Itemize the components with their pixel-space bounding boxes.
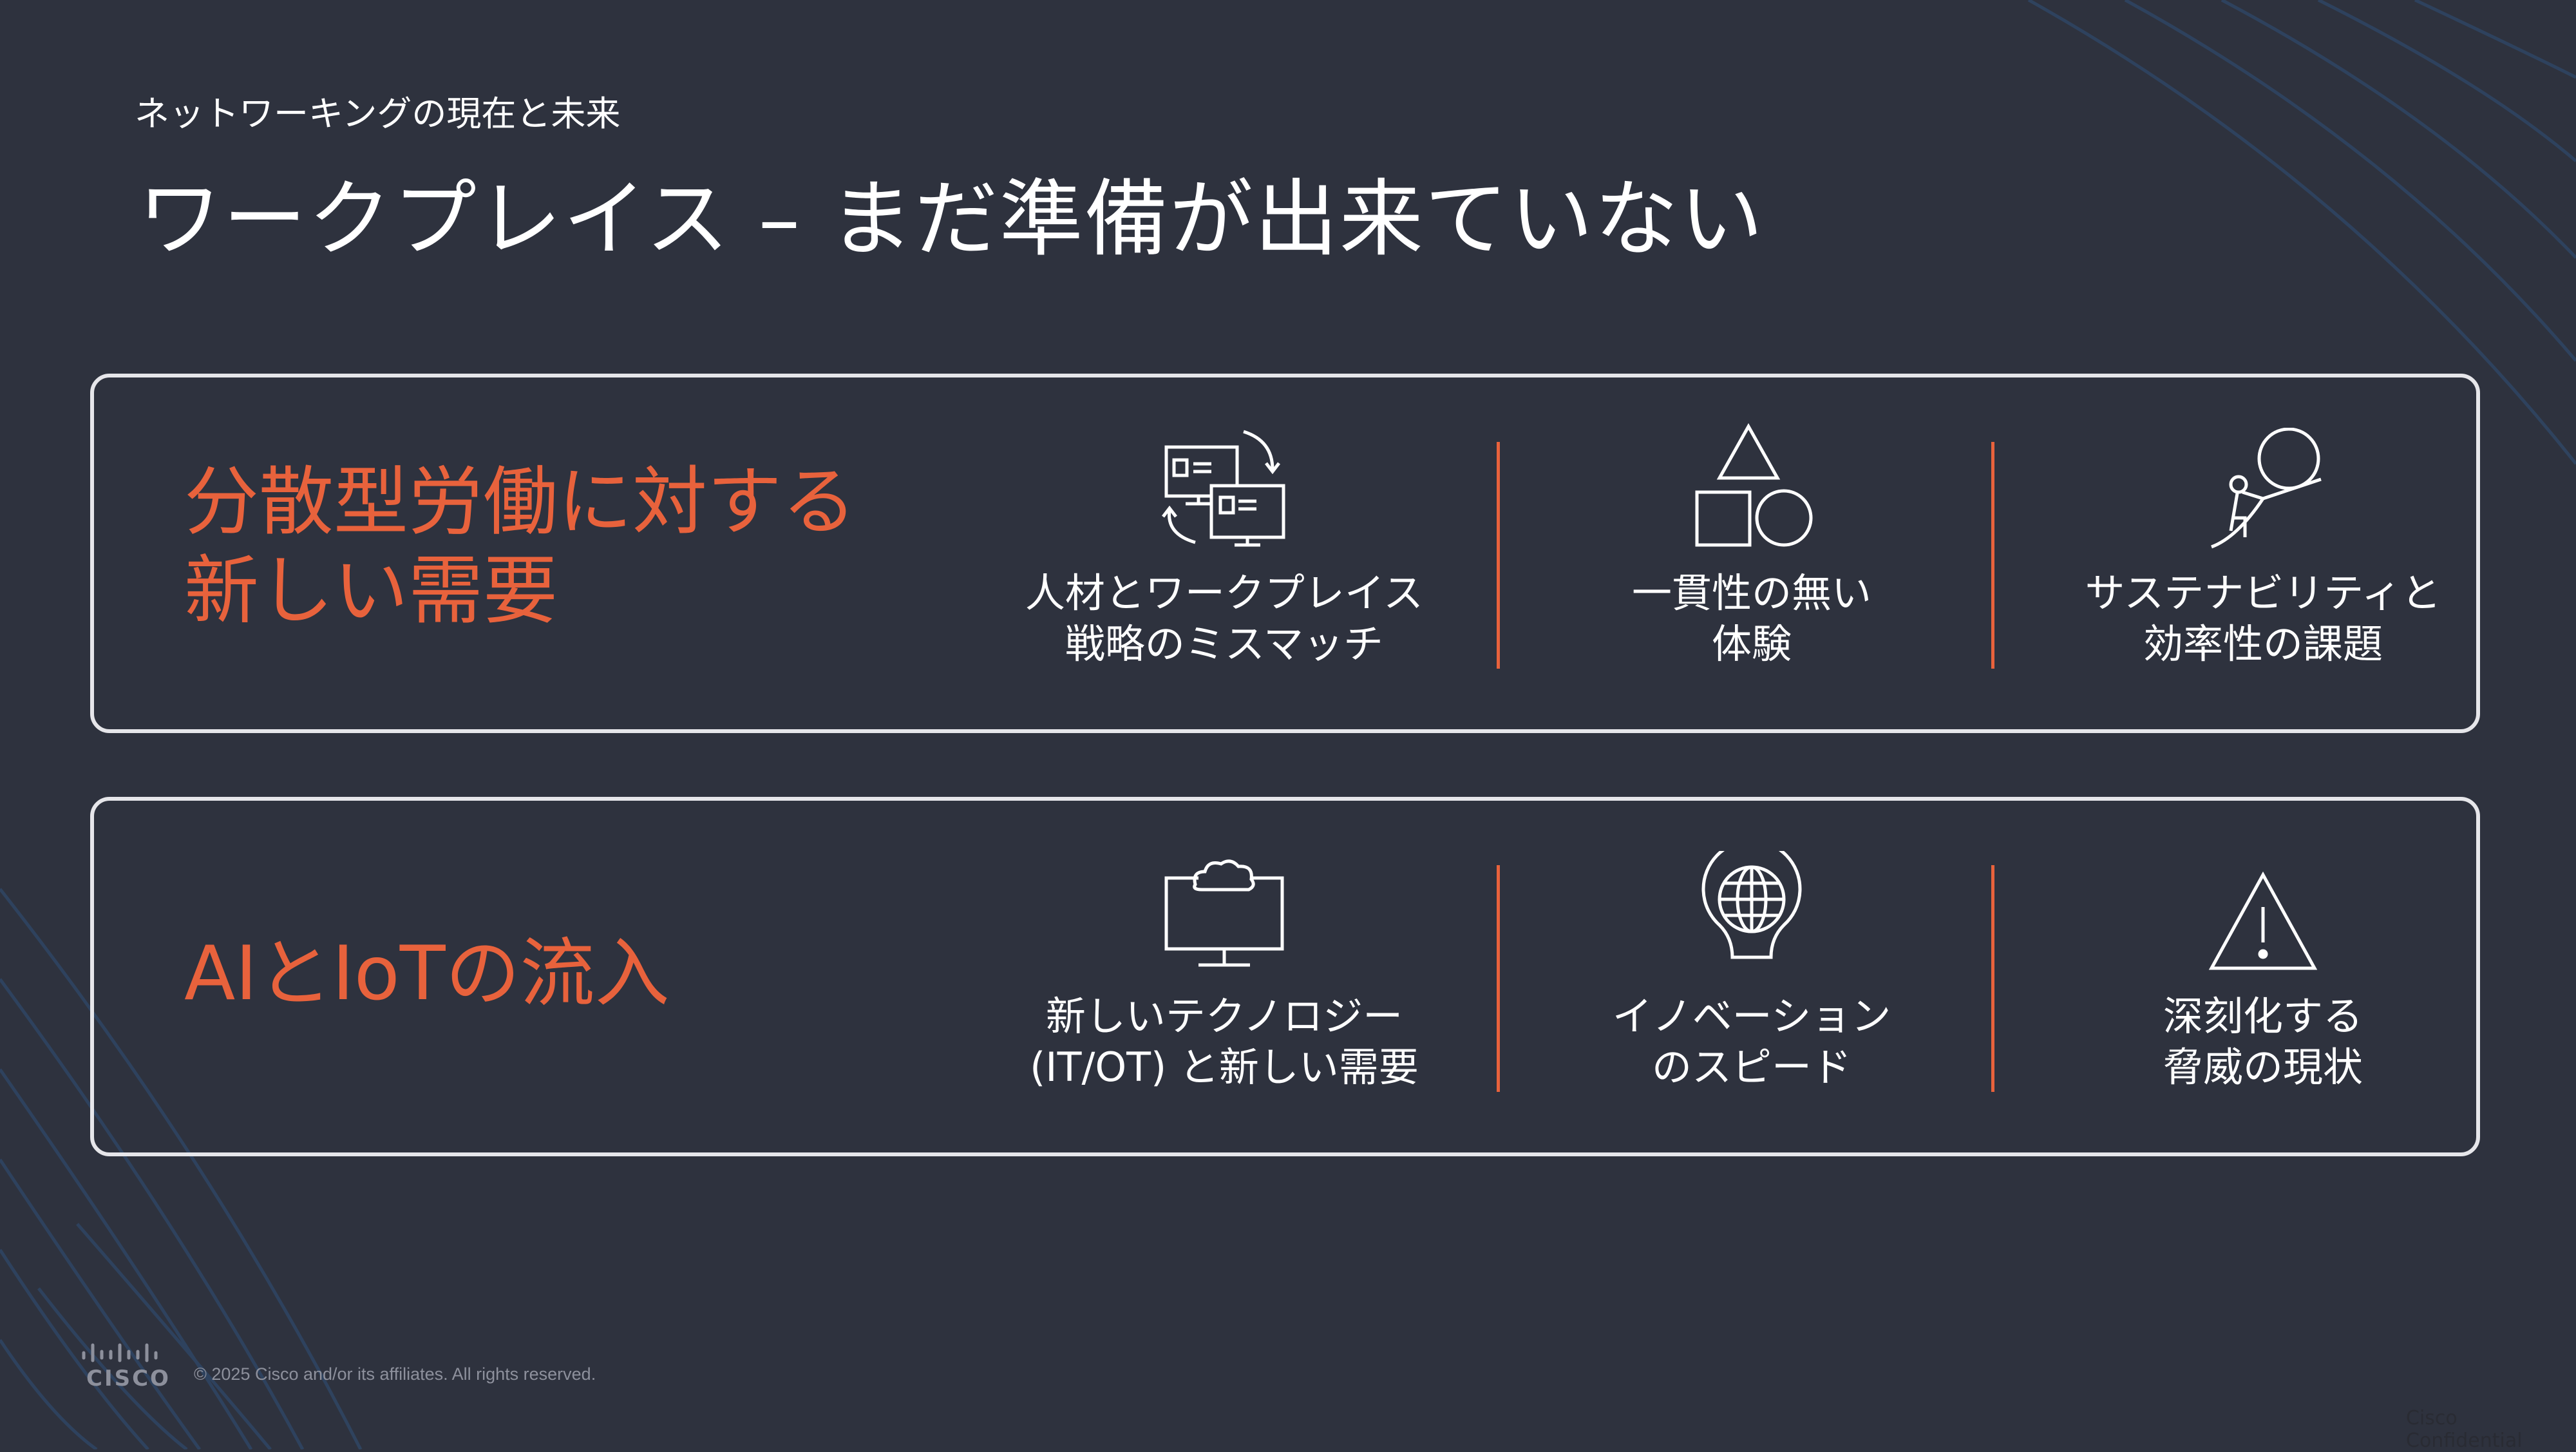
background-arc xyxy=(76,1223,272,1449)
headline-line: 新しい需要 xyxy=(184,548,558,635)
item-label-line: 一貫性の無い xyxy=(1631,569,1871,616)
item-label-line: 効率性の課題 xyxy=(2143,620,2383,667)
divider xyxy=(1497,442,1500,669)
slide-title: ワークプレイス – まだ準備が出来ていない xyxy=(138,170,1765,268)
item-innovation-speed: イノベーション のスピード xyxy=(1507,801,1996,1149)
item-label-line: 戦略のミスマッチ xyxy=(1065,620,1384,667)
boulder-uphill-icon xyxy=(2211,428,2322,549)
monitors-sync-icon xyxy=(1162,430,1285,547)
background-arc xyxy=(0,978,305,1449)
item-label-line: のスピード xyxy=(1651,1044,1852,1091)
background-arc xyxy=(2124,0,2576,362)
item-label-line: 深刻化する xyxy=(2163,993,2363,1040)
warning-triangle-icon xyxy=(2208,872,2318,970)
shapes-icon xyxy=(1695,423,1813,547)
globe-lightbulb-icon xyxy=(1701,851,1802,959)
item-talent-mismatch: 人材とワークプレイス 戦略のミスマッチ xyxy=(980,377,1469,725)
cisco-logo: CISCO xyxy=(80,1339,169,1393)
background-arc xyxy=(0,1248,149,1449)
item-inconsistent-experience: 一貫性の無い 体験 xyxy=(1507,377,1996,725)
background-arc xyxy=(2221,0,2576,259)
background-arc xyxy=(37,1287,188,1449)
headline-line: 分散型労働に対する xyxy=(184,459,857,546)
item-label-line: 脅威の現状 xyxy=(2163,1044,2363,1091)
divider xyxy=(1991,865,1994,1092)
background-arc xyxy=(0,888,363,1449)
background-arc xyxy=(2027,0,2576,465)
section-headline: AIとIoTの流入 xyxy=(184,930,670,1018)
background-arc xyxy=(2414,0,2576,79)
item-label-line: 新しいテクノロジー xyxy=(1045,993,1403,1040)
background-arc xyxy=(0,1068,253,1449)
headline-line: AIとIoTの流入 xyxy=(184,930,670,1017)
section-ai-iot: AIとIoTの流入 新しいテクノロジー (IT/OT) と新しい需要 イノベーシ… xyxy=(90,797,2480,1156)
cisco-logo-text: CISCO xyxy=(86,1366,171,1391)
confidential-label: Cisco Confidential xyxy=(2406,1407,2523,1452)
divider xyxy=(1497,865,1500,1092)
item-label-line: サステナビリティと xyxy=(2085,569,2441,616)
item-threat-landscape: 深刻化する 脅威の現状 xyxy=(2018,801,2508,1149)
slide-subtitle: ネットワーキングの現在と未来 xyxy=(135,93,621,134)
item-sustainability: サステナビリティと 効率性の課題 xyxy=(2018,377,2508,725)
item-label-line: 人材とワークプレイス xyxy=(1025,569,1424,616)
item-label-line: イノベーション xyxy=(1612,993,1891,1040)
cisco-logo-bars-icon xyxy=(82,1343,158,1362)
background-arc xyxy=(0,1158,202,1449)
background-arc xyxy=(0,1339,98,1449)
cloud-monitor-icon xyxy=(1164,859,1284,967)
section-distributed-work: 分散型労働に対する 新しい需要 人材とワークプレイス 戦略のミスマッチ 一 xyxy=(90,374,2480,733)
item-label-line: 体験 xyxy=(1711,620,1792,667)
background-arc xyxy=(2317,0,2576,162)
item-label-line: (IT/OT) と新しい需要 xyxy=(1030,1044,1419,1091)
section-headline: 分散型労働に対する 新しい需要 xyxy=(184,458,857,636)
copyright: © 2025 Cisco and/or its affiliates. All … xyxy=(194,1364,596,1384)
divider xyxy=(1991,442,1994,669)
item-new-technology: 新しいテクノロジー (IT/OT) と新しい需要 xyxy=(980,801,1469,1149)
